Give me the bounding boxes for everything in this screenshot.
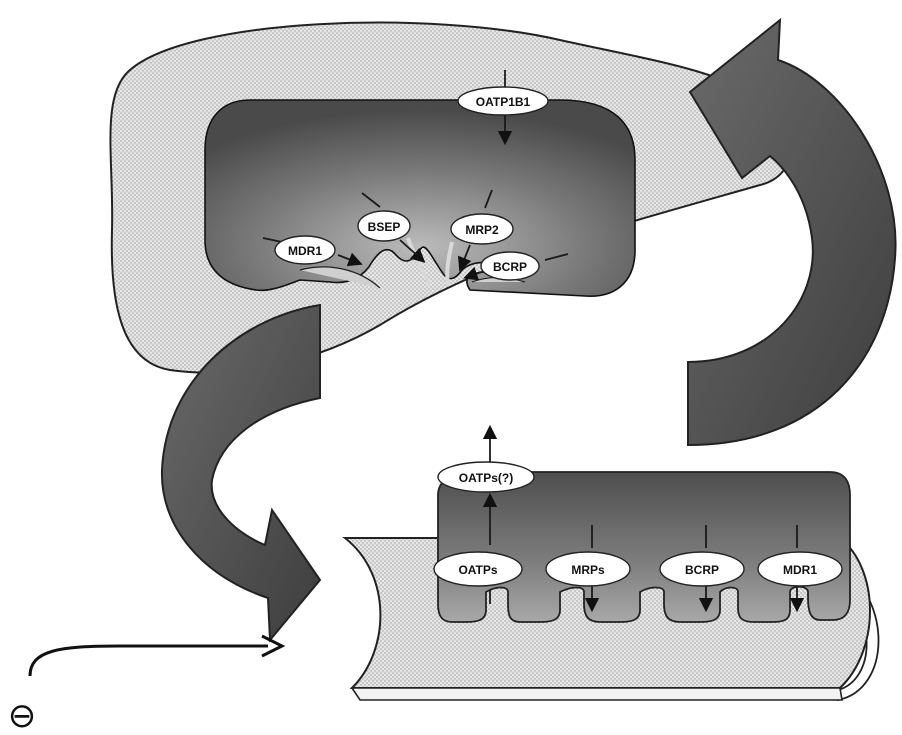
- transporter-bcrp-liver: BCRP: [480, 251, 540, 281]
- transporter-oatps-basolateral: OATPs(?): [437, 461, 535, 493]
- drug-input-arrow: [28, 644, 268, 677]
- transporter-mrps-label: MRPs: [571, 563, 605, 577]
- minus-symbol: ⊖: [8, 696, 37, 735]
- enterocyte-transport-arrows: [482, 424, 805, 613]
- transporter-mrp2-label: MRP2: [465, 223, 499, 237]
- hepatocyte: [204, 99, 636, 297]
- transporter-mdr1-intestine-label: MDR1: [783, 563, 817, 577]
- circulation-arrow-right: [687, 17, 897, 447]
- transporter-oatps-basolateral-label: OATPs(?): [459, 471, 513, 485]
- transporter-mdr1-liver-label: MDR1: [288, 244, 322, 258]
- transporter-bcrp-intestine-label: BCRP: [685, 563, 719, 577]
- transporter-bcrp-intestine: BCRP: [659, 551, 745, 587]
- transporter-bsep: BSEP: [357, 210, 411, 242]
- transporter-bsep-label: BSEP: [368, 220, 401, 234]
- transporter-mdr1-intestine: MDR1: [757, 551, 843, 587]
- transporter-mdr1-liver: MDR1: [274, 235, 336, 265]
- transporter-oatps: OATPs: [433, 551, 523, 587]
- transporter-oatps-label: OATPs: [458, 563, 497, 577]
- circulation-arrow-left: [160, 303, 322, 643]
- transporter-oatp1b1-label: OATP1B1: [476, 95, 531, 109]
- transporter-oatp1b1: OATP1B1: [457, 86, 549, 116]
- transporter-mrp2: MRP2: [450, 213, 514, 245]
- transporter-mrps: MRPs: [545, 551, 631, 587]
- transporter-bcrp-liver-label: BCRP: [493, 260, 527, 274]
